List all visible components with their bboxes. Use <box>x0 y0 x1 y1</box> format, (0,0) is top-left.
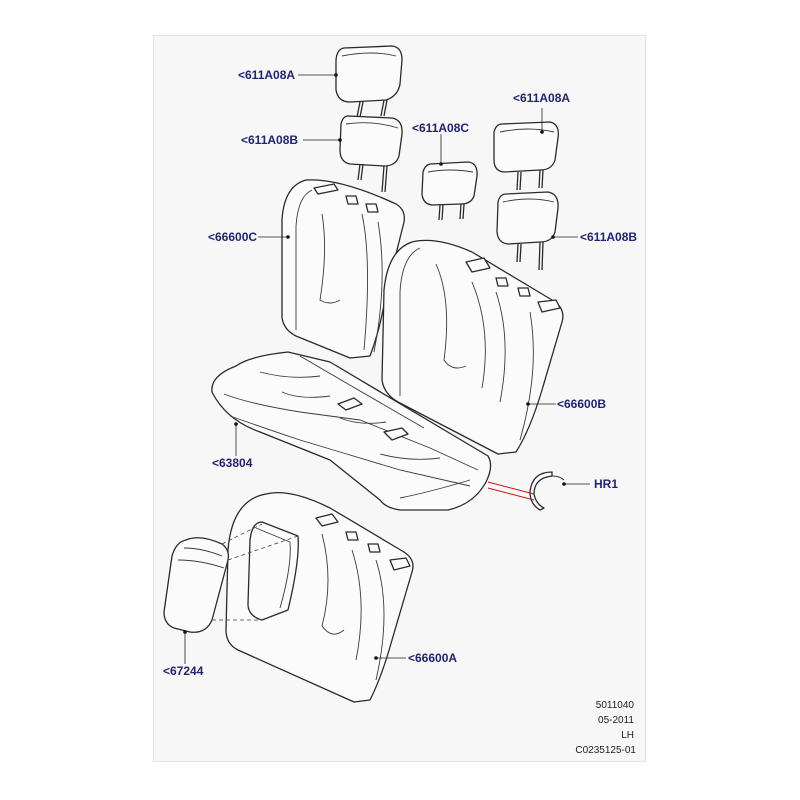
callout-611a08a-top: <611A08A <box>238 68 295 82</box>
callout-67244: <67244 <box>163 664 204 678</box>
reference-code: C0235125-01 <box>575 745 636 756</box>
callout-66600c: <66600C <box>208 230 257 244</box>
headrest-611a08b-left[interactable] <box>339 115 403 193</box>
seat-cushion-63804[interactable] <box>211 351 492 511</box>
backrest-66600a[interactable] <box>225 491 414 703</box>
armrest-67244[interactable] <box>163 523 299 633</box>
callout-63804: <63804 <box>212 456 253 470</box>
backrest-66600c[interactable] <box>281 179 405 359</box>
reference-number: 5011040 <box>596 700 635 711</box>
reference-date: 05-2011 <box>598 715 634 726</box>
callout-hr1: HR1 <box>594 477 618 491</box>
clip-hr1[interactable] <box>529 471 565 511</box>
callout-611a08b-right: <611A08B <box>580 230 637 244</box>
callout-611a08b-left: <611A08B <box>241 133 298 147</box>
callout-611a08a-right: <611A08A <box>513 91 570 105</box>
callout-611a08c: <611A08C <box>412 121 469 135</box>
reference-block: 5011040 05-2011 LH C0235125-01 <box>575 700 636 756</box>
callout-66600b: <66600B <box>557 397 606 411</box>
headrest-611a08b-right[interactable] <box>496 191 559 271</box>
reference-side: LH <box>621 730 634 741</box>
backrest-66600b[interactable] <box>381 239 564 455</box>
headrest-611a08a-right[interactable] <box>493 121 559 191</box>
leader-lines <box>183 73 590 664</box>
callout-66600a: <66600A <box>408 651 457 665</box>
headrest-611a08a-top[interactable] <box>335 45 403 118</box>
headrest-611a08c[interactable] <box>421 161 478 221</box>
